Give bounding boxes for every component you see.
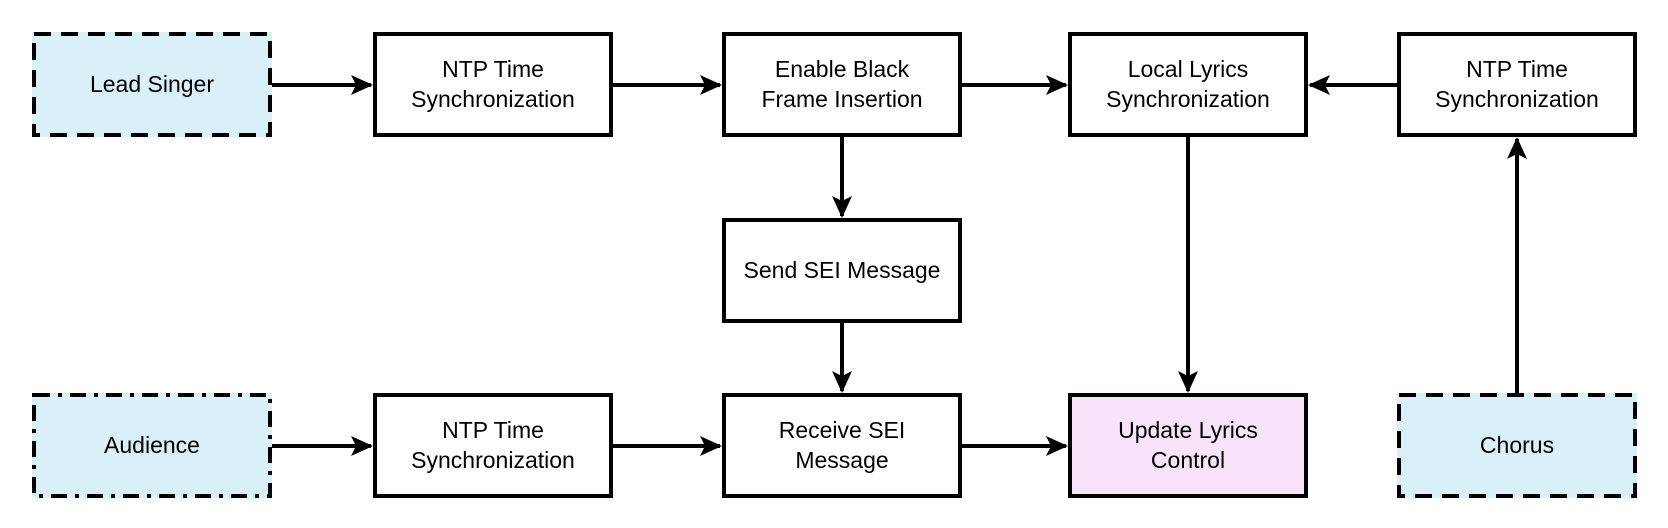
node-chorus: Chorus (1397, 393, 1637, 498)
node-label: NTP Time Synchronization (411, 416, 575, 473)
dashed-border (1397, 393, 1637, 498)
node-audience: Audience (32, 393, 272, 498)
node-receive-sei-message: Receive SEI Message (722, 393, 962, 498)
node-lead-singer: Lead Singer (32, 32, 272, 137)
node-update-lyrics-control: Update Lyrics Control (1068, 393, 1308, 498)
node-label: NTP Time Synchronization (411, 55, 575, 112)
node-ntp-time-sync-top-right: NTP Time Synchronization (1397, 32, 1637, 137)
dashed-border (32, 32, 272, 137)
node-ntp-time-sync-top-left: NTP Time Synchronization (373, 32, 613, 137)
node-enable-black-frame-insertion: Enable Black Frame Insertion (722, 32, 962, 137)
dash-dot-border (32, 393, 272, 498)
node-label: Audience (104, 431, 200, 458)
node-ntp-time-sync-bottom: NTP Time Synchronization (373, 393, 613, 498)
node-label: Update Lyrics Control (1118, 416, 1258, 473)
node-send-sei-message: Send SEI Message (722, 218, 962, 323)
node-label: Enable Black Frame Insertion (761, 55, 923, 112)
node-label: Local Lyrics Synchronization (1106, 55, 1270, 112)
node-label: Receive SEI Message (778, 416, 906, 473)
node-label: Chorus (1479, 431, 1555, 458)
node-label: Lead Singer (89, 70, 215, 97)
node-label: NTP Time Synchronization (1435, 55, 1599, 112)
node-label: Send SEI Message (743, 256, 941, 283)
node-local-lyrics-synchronization: Local Lyrics Synchronization (1068, 32, 1308, 137)
